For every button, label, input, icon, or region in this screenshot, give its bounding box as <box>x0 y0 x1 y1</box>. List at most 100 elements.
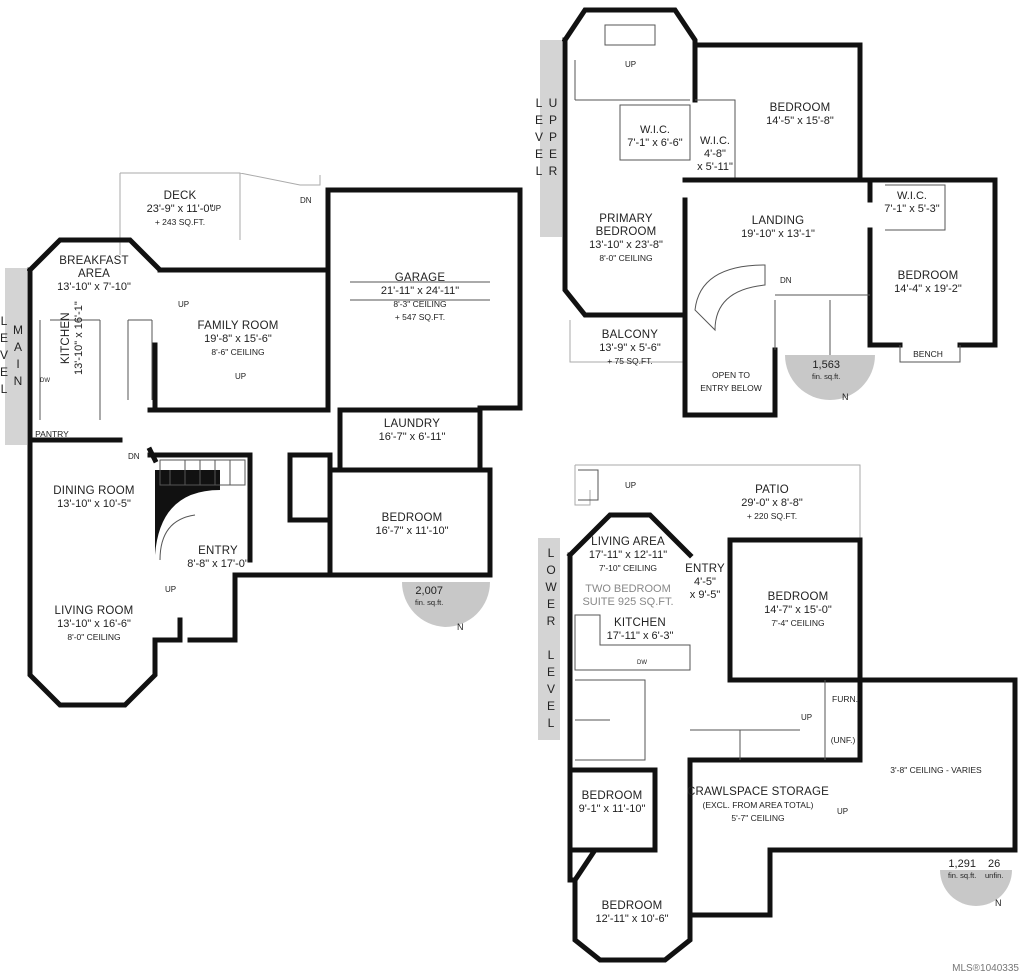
room-dims: 19'-8" x 15'-6" <box>204 333 272 345</box>
room-name: W.I.C. <box>700 135 730 147</box>
upper-area-badge-shape <box>785 355 875 400</box>
room-landing: LANDING 19'-10" x 13'-1" <box>741 215 815 241</box>
upper-area-value: 1,563 <box>812 359 840 371</box>
room-garage: GARAGE 21'-11" x 24'-11" 8'-3" CEILING +… <box>381 272 459 324</box>
room-note: + 243 SQ.FT. <box>154 217 206 227</box>
room-dims: 14'-4" x 19'-2" <box>894 283 962 295</box>
room-dims: 4'-8" x 5'-11" <box>697 148 733 173</box>
room-lower-entry: ENTRY 4'-5" x 9'-5" <box>685 563 725 602</box>
room-crawlspace: CRAWLSPACE STORAGE (EXCL. FROM AREA TOTA… <box>687 786 829 825</box>
room-kitchen: KITCHEN 13'-10" x 16'-1" <box>60 301 86 375</box>
room-dims: 13'-10" x 23'-8" <box>589 239 663 251</box>
lower-unfin-value: 26 <box>988 858 1001 870</box>
room-dims: 13'-9" x 5'-6" <box>599 342 661 354</box>
dishwasher-mark: DW <box>40 378 50 384</box>
room-bedroom-b: BEDROOM 9'-1" x 11'-10" <box>579 790 646 816</box>
lower-area-badge-shape <box>940 870 1012 906</box>
room-dims: 23'-9" x 11'-0" <box>146 203 214 215</box>
breakfast-up-mark: UP <box>178 300 190 309</box>
room-dims: 14'-7" x 15'-0" <box>764 604 832 616</box>
entry-up-mark: UP <box>165 585 177 594</box>
room-name: GARAGE <box>394 272 446 284</box>
upper-north-arrow: N <box>842 392 849 402</box>
lower-area-badge: 1,291 fin. sq.ft. <box>948 859 976 881</box>
room-bedroom: BEDROOM 16'-7" x 11'-10" <box>376 512 449 538</box>
room-dims: 21'-11" x 24'-11" <box>380 285 460 297</box>
room-dims: 13'-10" x 16'-6" <box>57 618 131 630</box>
room-name: BEDROOM <box>601 900 663 912</box>
lower-north-arrow: N <box>995 898 1002 908</box>
room-dims: 29'-0" x 8'-8" <box>741 497 803 509</box>
room-dims: 14'-5" x 15'-8" <box>766 115 834 127</box>
room-name: LANDING <box>751 215 805 227</box>
lower-unfin-badge: 26 unfin. <box>985 859 1003 881</box>
room-dims: 12'-11" x 10'-6" <box>595 913 669 925</box>
mls-watermark: MLS®1040335 <box>952 963 1019 974</box>
room-note: 5'-7" CEILING <box>731 813 785 823</box>
room-name: W.I.C. <box>640 124 670 136</box>
room-bedroom-c: BEDROOM 12'-11" x 10'-6" <box>596 900 669 926</box>
room-dims: 7'-1" x 5'-3" <box>884 203 940 215</box>
room-note: 8'-0" CEILING <box>599 253 653 263</box>
main-level-walls <box>26 172 523 708</box>
room-name: DINING ROOM <box>53 485 135 497</box>
room-name: PRIMARY BEDROOM <box>595 213 657 238</box>
room-dims: 7'-1" x 6'-6" <box>627 137 683 149</box>
room-dims: 19'-10" x 13'-1" <box>741 228 815 240</box>
main-area-badge: 2,007 fin. sq.ft. <box>415 586 443 608</box>
room-wic-1: W.I.C. 7'-1" x 6'-6" <box>627 124 682 150</box>
room-name: LIVING AREA <box>591 536 665 548</box>
room-lower-kitchen: KITCHEN 17'-11" x 6'-3" <box>607 617 674 643</box>
room-name: BEDROOM <box>581 790 643 802</box>
upper-up-mark: UP <box>625 60 637 69</box>
main-level-tag: MAIN LEVEL <box>0 268 27 445</box>
room-dims: 13'-10" x 10'-5" <box>57 498 131 510</box>
room-name: PATIO <box>755 484 789 496</box>
room-furn: FURN. <box>832 694 858 704</box>
lower-area-value: 1,291 <box>948 858 976 870</box>
main-area-unit: fin. sq.ft. <box>415 598 444 607</box>
lower-unfin-unit: unfin. <box>985 871 1004 880</box>
room-wic-2: W.I.C. 4'-8" x 5'-11" <box>697 135 733 174</box>
room-family: FAMILY ROOM 19'-8" x 15'-6" 8'-6" CEILIN… <box>197 320 278 359</box>
room-name: BREAKFAST AREA <box>59 255 129 280</box>
room-dims: 17'-11" x 6'-3" <box>606 630 674 642</box>
room-pantry: PANTRY <box>35 429 69 439</box>
lower-stair-up-mark: UP <box>801 713 813 722</box>
upper-area-unit: fin. sq.ft. <box>812 372 841 381</box>
room-name: W.I.C. <box>897 190 927 202</box>
room-deck: DECK 23'-9" x 11'-0" + 243 SQ.FT. <box>147 190 214 229</box>
room-name: ENTRY <box>685 563 725 575</box>
room-note: 8'-6" CEILING <box>211 347 265 357</box>
room-name: KITCHEN <box>614 617 666 629</box>
lower-level-tag: LOWER LEVEL <box>538 538 560 740</box>
suite-note: TWO BEDROOM SUITE 925 SQ.FT. <box>582 583 674 608</box>
room-name: LIVING ROOM <box>54 605 134 617</box>
room-name: FAMILY ROOM <box>197 320 279 332</box>
family-up-mark: UP <box>235 372 247 381</box>
room-name: BEDROOM <box>897 270 959 282</box>
room-name: ENTRY <box>198 545 238 557</box>
room-dining: DINING ROOM 13'-10" x 10'-5" <box>53 485 134 511</box>
room-primary: PRIMARY BEDROOM 13'-10" x 23'-8" 8'-0" C… <box>589 213 663 265</box>
deck-up-mark: UP <box>210 204 222 213</box>
room-note: 8'-3" CEILING + 547 SQ.FT. <box>393 299 447 322</box>
deck-dn-mark: DN <box>300 196 312 205</box>
room-bedroom-a: BEDROOM 14'-7" x 15'-0" 7'-4" CEILING <box>764 591 832 630</box>
room-note: 7'-10" CEILING <box>598 563 658 573</box>
room-dims: 16'-7" x 6'-11" <box>378 431 446 443</box>
room-name: BALCONY <box>601 329 659 341</box>
room-wic-3: W.I.C. 7'-1" x 5'-3" <box>884 190 939 216</box>
crawl-up-mark: UP <box>837 807 849 816</box>
lower-level-walls <box>566 464 1018 963</box>
room-patio: PATIO 29'-0" x 8'-8" + 220 SQ.FT. <box>741 484 803 523</box>
lower-area-unit: fin. sq.ft. <box>948 871 977 880</box>
upper-area-badge: 1,563 fin. sq.ft. <box>812 360 840 382</box>
room-unf: (UNF.) <box>830 735 856 745</box>
room-bedroom-1: BEDROOM 14'-5" x 15'-8" <box>766 102 834 128</box>
ceiling-varies-note: 3'-8" CEILING - VARIES <box>890 765 982 775</box>
upper-level-walls <box>561 7 998 418</box>
main-north-arrow: N <box>457 622 464 632</box>
room-bedroom-2: BEDROOM 14'-4" x 19'-2" <box>894 270 962 296</box>
lower-dishwasher-mark: DW <box>637 660 647 666</box>
